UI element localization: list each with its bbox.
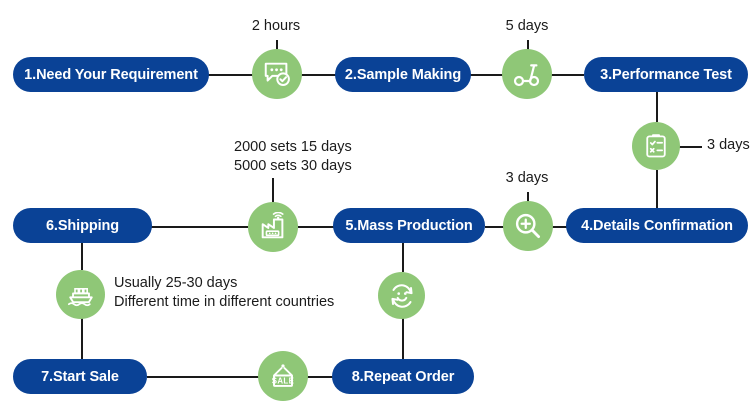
step-8-pill[interactable]: 8.Repeat Order — [332, 359, 474, 394]
connector-ship-to-step7 — [81, 318, 83, 360]
connector-duration-sample-stem — [276, 40, 278, 53]
connector-step5-to-magnifier — [485, 226, 506, 228]
step-2-label: 2.Sample Making — [344, 66, 462, 83]
node-smart-factory[interactable] — [248, 202, 298, 252]
connector-step6-to-factory — [151, 226, 248, 228]
step-2-pill[interactable]: 2.Sample Making — [335, 57, 471, 92]
connector-repeat-to-step8 — [402, 318, 404, 360]
step-5-pill[interactable]: 5.Mass Production — [333, 208, 485, 243]
connector-factory-to-step5 — [298, 226, 334, 228]
node-chat-check[interactable] — [252, 49, 302, 99]
smiley-repeat-icon — [390, 283, 413, 308]
connector-step6-to-ship — [81, 242, 83, 270]
connector-magnifier-to-step4 — [551, 226, 569, 228]
step-6-label: 6.Shipping — [45, 217, 120, 234]
step-3-pill[interactable]: 3.Performance Test — [584, 57, 748, 92]
step-1-label: 1.Need Your Requirement — [24, 66, 198, 83]
duration-test-label: 5 days — [505, 18, 549, 34]
scooter-icon — [513, 64, 540, 87]
connector-duration-test-stem — [527, 40, 529, 53]
step-5-label: 5.Mass Production — [345, 217, 473, 234]
step-3-label: 3.Performance Test — [600, 66, 732, 83]
duration-production-label: 2000 sets 15 days 5000 sets 30 days — [234, 139, 352, 174]
step-4-label: 4.Details Confirmation — [581, 217, 733, 234]
step-8-label: 8.Repeat Order — [351, 368, 455, 385]
node-clipboard-check[interactable] — [632, 122, 680, 170]
connector-chat-to-step2 — [300, 74, 336, 76]
connector-clipboard-to-duration — [670, 146, 702, 148]
connector-step3-to-clipboard — [656, 92, 658, 122]
step-6-pill[interactable]: 6.Shipping — [13, 208, 152, 243]
node-scooter[interactable] — [502, 49, 552, 99]
sale-tag-icon: SALE — [272, 364, 294, 387]
node-sale-tag[interactable]: SALE — [258, 351, 308, 401]
smart-factory-icon — [261, 212, 284, 239]
step-7-label: 7.Start Sale — [41, 368, 119, 385]
duration-inspection-label: 3 days — [505, 170, 549, 186]
magnifier-plus-icon — [515, 213, 540, 238]
node-smiley-repeat[interactable] — [378, 272, 425, 319]
connector-step7-to-sale — [147, 376, 261, 378]
duration-details-label: 3 days — [707, 137, 750, 153]
node-cargo-ship[interactable] — [56, 270, 105, 319]
step-7-pill[interactable]: 7.Start Sale — [13, 359, 147, 394]
node-magnifier-plus[interactable] — [503, 201, 553, 251]
chat-check-icon — [264, 62, 290, 86]
connector-duration-inspection-stem — [527, 192, 529, 205]
connector-step2-to-scooter — [470, 74, 503, 76]
connector-sale-to-step8 — [307, 376, 333, 378]
connector-step5-to-repeat — [402, 243, 404, 272]
connector-scooter-to-step3 — [551, 74, 584, 76]
svg-text:SALE: SALE — [272, 377, 294, 386]
connector-clipboard-to-step4 — [656, 170, 658, 208]
duration-shipping-label: Usually 25-30 days Different time in dif… — [114, 275, 335, 310]
cargo-ship-icon — [67, 287, 93, 306]
clipboard-check-icon — [646, 134, 666, 158]
connector-duration-production-stem — [272, 178, 274, 202]
duration-sample-label: 2 hours — [251, 18, 301, 34]
step-1-pill[interactable]: 1.Need Your Requirement — [13, 57, 209, 92]
connector-step1-to-chat — [208, 74, 254, 76]
step-4-pill[interactable]: 4.Details Confirmation — [566, 208, 748, 243]
